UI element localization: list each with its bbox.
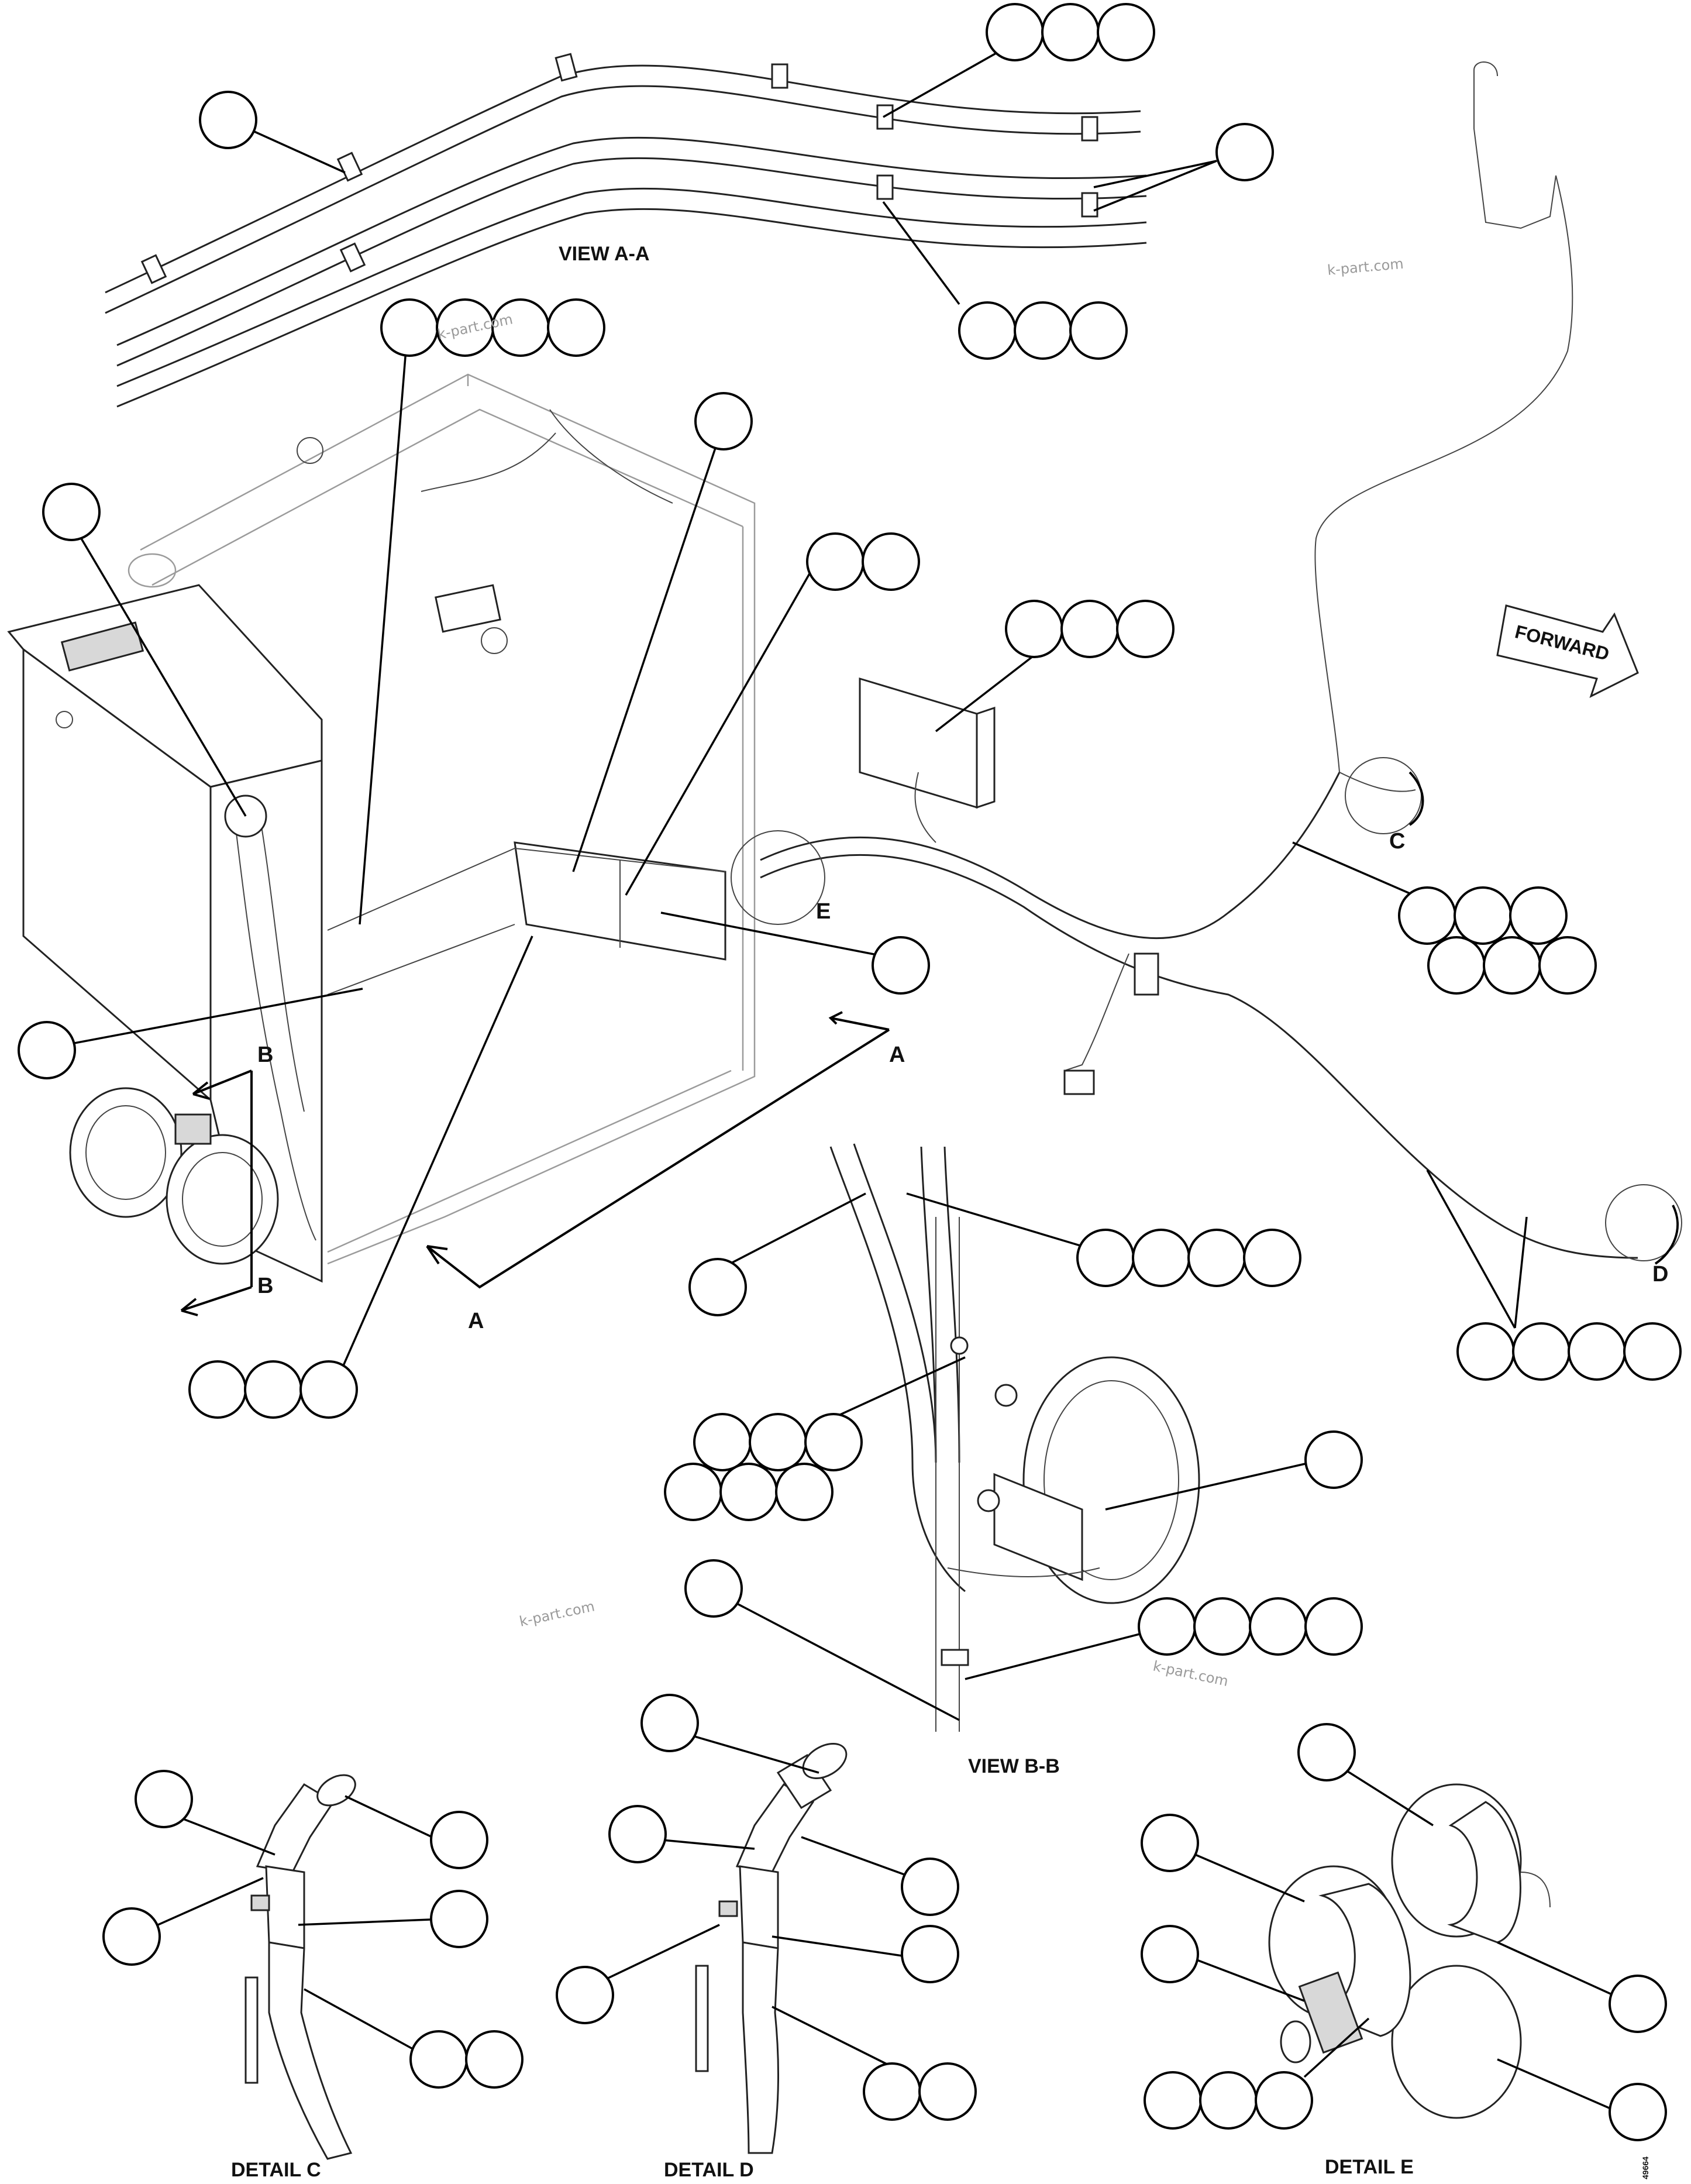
control-module xyxy=(859,677,996,843)
detail-e-label: DETAIL E xyxy=(1325,2156,1414,2178)
detail-d-circle xyxy=(1605,1184,1682,1265)
watermark-3: k-part.com xyxy=(518,1598,596,1630)
section-letter-c: C xyxy=(1389,829,1405,854)
callout-circles xyxy=(18,3,1682,2141)
detail-e-clamps xyxy=(1268,1783,1551,2119)
detail-d-label: DETAIL D xyxy=(664,2159,754,2181)
section-letter-e: E xyxy=(816,899,831,924)
cover-plate xyxy=(327,841,726,995)
view-a-hose-bundle xyxy=(105,53,1147,408)
section-letter-b-upper: B xyxy=(257,1043,273,1067)
detail-c-label: DETAIL C xyxy=(231,2159,321,2181)
tank-assembly xyxy=(128,373,756,1265)
section-letter-a-upper: A xyxy=(889,1043,905,1067)
view-a-label: VIEW A-A xyxy=(559,243,650,265)
leader-lines xyxy=(52,40,1633,2119)
detail-c-circle xyxy=(1345,757,1424,834)
detail-d-valve xyxy=(695,1743,848,2154)
section-arrows xyxy=(180,1011,890,1316)
view-b-label: VIEW B-B xyxy=(968,1755,1060,1777)
wire-harness xyxy=(731,61,1638,1259)
section-letter-a-lower: A xyxy=(468,1309,484,1333)
drawing-number: 49664 xyxy=(1641,2157,1650,2179)
detail-c-valve xyxy=(244,1774,356,2160)
connector-pair xyxy=(69,1087,279,1265)
forward-arrow: FORWARD xyxy=(1496,604,1639,698)
watermark-4: k-part.com xyxy=(1152,1657,1230,1690)
watermark-1: k-part.com xyxy=(1327,256,1404,278)
view-b-assembly xyxy=(829,1143,1200,1732)
section-letter-d: D xyxy=(1652,1262,1668,1287)
section-letter-b-lower: B xyxy=(257,1274,273,1298)
